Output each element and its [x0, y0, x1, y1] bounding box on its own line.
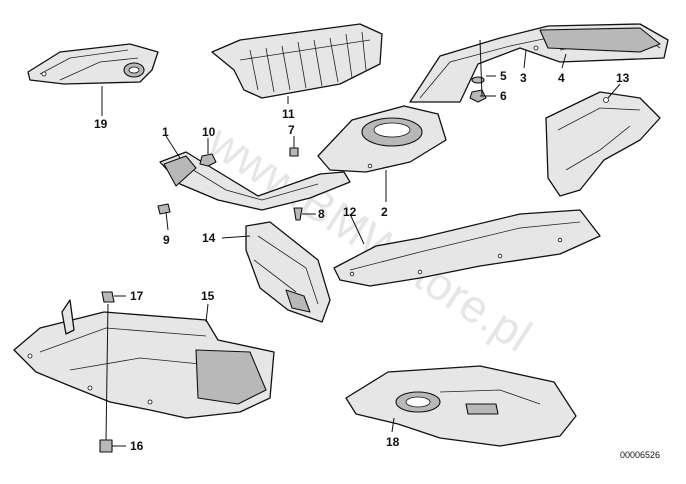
- callout-2: 2: [381, 205, 388, 219]
- callout-8: 8: [318, 207, 325, 221]
- callout-11: 11: [282, 107, 295, 121]
- callout-6: 6: [500, 89, 507, 103]
- bolt-16: [99, 439, 113, 453]
- leader-lines: [101, 39, 621, 447]
- callout-17: 17: [130, 289, 144, 303]
- clip-17: [101, 291, 115, 303]
- callout-15: 15: [201, 289, 215, 303]
- nut-10: [199, 153, 217, 167]
- callout-1: 1: [162, 125, 169, 139]
- part-14-bracket-shield: [245, 221, 331, 323]
- callout-9: 9: [163, 233, 170, 247]
- callout-16: 16: [130, 439, 144, 453]
- callout-3: 3: [520, 71, 527, 85]
- part-18-floor-pan: [345, 365, 577, 447]
- washer-5: [471, 76, 485, 84]
- part-12-lower-pan: [333, 209, 601, 287]
- part-2-center-shield: [317, 105, 447, 173]
- callout-numbers: 1 2 3 4 5 6 7 8 9 10 11 12 13 14 15 16 1…: [94, 69, 630, 453]
- callout-19: 19: [94, 117, 108, 131]
- part-15-front-underbody: [13, 299, 275, 419]
- callout-5: 5: [500, 69, 507, 83]
- callout-12: 12: [343, 205, 357, 219]
- part-19-shield: [27, 43, 159, 85]
- screw-8: [293, 207, 303, 221]
- callout-10: 10: [202, 125, 216, 139]
- callout-7: 7: [288, 123, 295, 137]
- callout-13: 13: [616, 71, 630, 85]
- part-11-tunnel-shield: [211, 23, 383, 99]
- reference-code: 00006526: [620, 450, 660, 460]
- callout-14: 14: [202, 231, 216, 245]
- part-3-4-shield: [409, 23, 669, 103]
- part-13-side-shield: [545, 91, 661, 197]
- clip-7: [289, 147, 299, 157]
- callout-18: 18: [386, 435, 400, 449]
- bolt-9: [157, 203, 171, 215]
- callout-4: 4: [558, 71, 565, 85]
